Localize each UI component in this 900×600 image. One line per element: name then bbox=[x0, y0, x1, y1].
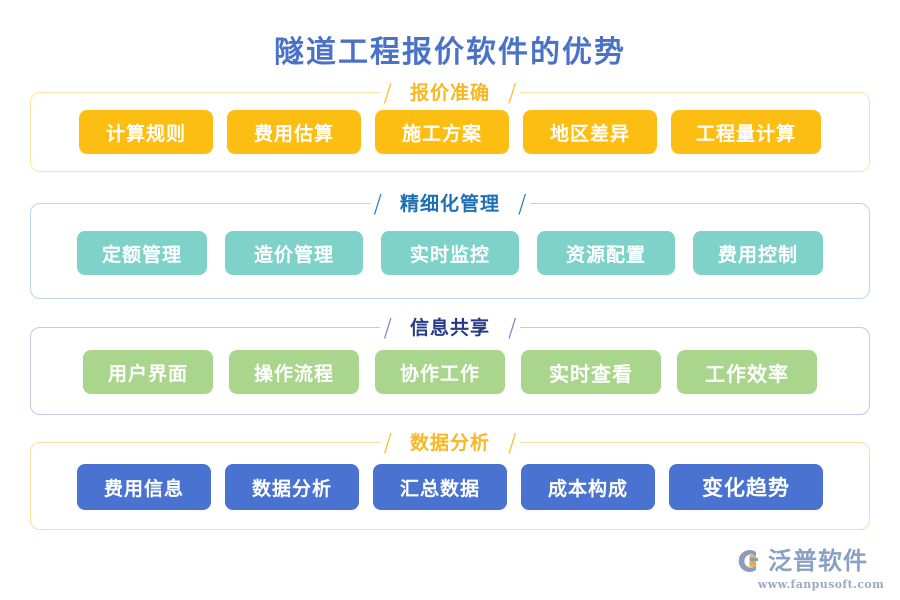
chip-item[interactable]: 操作流程 bbox=[229, 350, 359, 394]
section-card-3: / 信息共享 / 用户界面 操作流程 协作工作 实时查看 工作效率 bbox=[30, 315, 870, 415]
chip-item[interactable]: 费用控制 bbox=[693, 231, 823, 275]
brand-watermark: 泛普软件 www.fanpusoft.com bbox=[734, 546, 886, 592]
chip-item[interactable]: 工程量计算 bbox=[671, 110, 821, 154]
chip-row-2: 定额管理 造价管理 实时监控 资源配置 费用控制 bbox=[31, 204, 869, 298]
chip-item[interactable]: 实时查看 bbox=[521, 350, 661, 394]
chip-item[interactable]: 施工方案 bbox=[375, 110, 509, 154]
chip-row-3: 用户界面 操作流程 协作工作 实时查看 工作效率 bbox=[31, 328, 869, 414]
chip-item[interactable]: 变化趋势 bbox=[669, 464, 823, 510]
chip-item[interactable]: 费用估算 bbox=[227, 110, 361, 154]
chip-item[interactable]: 成本构成 bbox=[521, 464, 655, 510]
section-card-2: / 精细化管理 / 定额管理 造价管理 实时监控 资源配置 费用控制 bbox=[30, 191, 870, 299]
chip-item[interactable]: 定额管理 bbox=[77, 231, 207, 275]
chip-item[interactable]: 汇总数据 bbox=[373, 464, 507, 510]
chip-item[interactable]: 资源配置 bbox=[537, 231, 675, 275]
page-title: 隧道工程报价软件的优势 bbox=[274, 35, 626, 70]
chip-item[interactable]: 用户界面 bbox=[83, 350, 213, 394]
chip-item[interactable]: 数据分析 bbox=[225, 464, 359, 510]
brand-row: 泛普软件 bbox=[734, 546, 886, 576]
chip-item[interactable]: 地区差异 bbox=[523, 110, 657, 154]
section-card-1: / 报价准确 / 计算规则 费用估算 施工方案 地区差异 工程量计算 bbox=[30, 80, 870, 172]
chip-row-4: 费用信息 数据分析 汇总数据 成本构成 变化趋势 bbox=[31, 443, 869, 529]
chip-row-1: 计算规则 费用估算 施工方案 地区差异 工程量计算 bbox=[31, 93, 869, 171]
chip-item[interactable]: 费用信息 bbox=[77, 464, 211, 510]
chip-item[interactable]: 实时监控 bbox=[381, 231, 519, 275]
chip-item[interactable]: 计算规则 bbox=[79, 110, 213, 154]
brand-name: 泛普软件 bbox=[768, 546, 868, 575]
fanpu-swoosh-logo-icon bbox=[734, 546, 764, 576]
section-card-4: / 数据分析 / 费用信息 数据分析 汇总数据 成本构成 变化趋势 bbox=[30, 430, 870, 530]
chip-item[interactable]: 工作效率 bbox=[677, 350, 817, 394]
brand-url: www.fanpusoft.com bbox=[757, 578, 885, 591]
chip-item[interactable]: 造价管理 bbox=[225, 231, 363, 275]
chip-item[interactable]: 协作工作 bbox=[375, 350, 505, 394]
